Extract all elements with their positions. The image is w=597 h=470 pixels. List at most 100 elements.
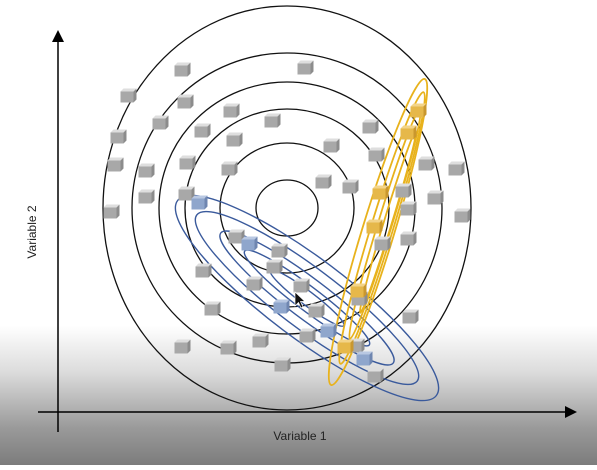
cube-top [342, 179, 359, 183]
cube-icon [152, 115, 169, 130]
cube-icon [395, 183, 412, 198]
mouse-pointer-icon [294, 291, 306, 309]
cube-face [351, 294, 365, 306]
cube-face [395, 186, 409, 198]
cube-face [427, 193, 441, 205]
cube-top [174, 339, 191, 343]
cube-side [408, 183, 412, 198]
cube-face [342, 182, 356, 194]
cube-face [226, 135, 240, 147]
cube-side [355, 179, 359, 194]
ring [102, 5, 472, 411]
cube-face [221, 164, 235, 176]
cube-top [297, 60, 314, 64]
cube-icon [174, 62, 191, 77]
y-axis-label: Variable 2 [25, 205, 39, 258]
cube-side [381, 147, 385, 162]
ring [184, 108, 390, 308]
cube-face [252, 336, 266, 348]
cube-top [246, 276, 263, 280]
cube-side [286, 299, 290, 314]
cube-top [204, 301, 221, 305]
cube-icon [400, 201, 417, 216]
cube-side [254, 236, 258, 251]
cube-face [374, 239, 388, 251]
cube-face [356, 354, 370, 366]
cube-icon [299, 328, 316, 343]
cube-side [151, 163, 155, 178]
cube-face [410, 106, 424, 118]
cube-side [333, 323, 337, 338]
cube-top [372, 185, 389, 189]
cube-top [299, 328, 316, 332]
cube-top [356, 351, 373, 355]
cube-side [440, 190, 444, 205]
cube-side [187, 339, 191, 354]
cube-side [379, 219, 383, 234]
cube-face [138, 166, 152, 178]
cube-icon [342, 179, 359, 194]
cube-face [228, 232, 242, 244]
cube-face [337, 342, 351, 354]
cube-side [165, 115, 169, 130]
cube-top [366, 219, 383, 223]
cube-side [234, 161, 238, 176]
cube-side [192, 155, 196, 170]
cube-icon [191, 195, 208, 210]
cube-face [400, 128, 414, 140]
cube-side [277, 113, 281, 128]
cube-side [287, 357, 291, 372]
cube-face [223, 106, 237, 118]
blue-ellipse [243, 249, 371, 347]
cube-top [271, 243, 288, 247]
cube-side [363, 283, 367, 298]
cube-side [123, 129, 127, 144]
cube-icon [274, 357, 291, 372]
cube-side [207, 123, 211, 138]
cube-top [152, 115, 169, 119]
blue-ellipse [219, 230, 395, 366]
ring [219, 142, 355, 274]
cube-face [400, 204, 414, 216]
cube-face [448, 164, 462, 176]
cube-icon [410, 103, 427, 118]
cube-face [266, 262, 280, 274]
cube-top [323, 138, 340, 142]
cube-face [348, 341, 362, 353]
cube-face [220, 343, 234, 355]
x-axis-label: Variable 1 [273, 429, 326, 443]
cube-top [320, 323, 337, 327]
cube-top [110, 129, 127, 133]
cube-face [274, 360, 288, 372]
cube-top [179, 155, 196, 159]
cube-icon [120, 88, 137, 103]
cube-top [252, 333, 269, 337]
cube-top [178, 186, 195, 190]
cube-side [387, 236, 391, 251]
cube-face [362, 122, 376, 134]
cube-top [120, 88, 137, 92]
cube-face [194, 126, 208, 138]
cube-icon [362, 119, 379, 134]
cube-side [413, 231, 417, 246]
cube-side [120, 157, 124, 172]
blue-ellipse-group [174, 194, 440, 402]
cube-face [178, 189, 192, 201]
cube-top [337, 339, 354, 343]
cube-icon [367, 368, 384, 383]
cube-side [233, 340, 237, 355]
cube-side [284, 243, 288, 258]
cube-top [177, 94, 194, 98]
cube-icon [174, 339, 191, 354]
cube-face [191, 198, 205, 210]
cube-icon [337, 339, 354, 354]
cube-face [264, 116, 278, 128]
cube-side [187, 62, 191, 77]
cube-top [107, 157, 124, 161]
cube-face [320, 326, 334, 338]
cube-top [273, 299, 290, 303]
cube-side [310, 60, 314, 75]
cube-icon [356, 351, 373, 366]
cube-icon [194, 123, 211, 138]
blue-ellipse [194, 210, 420, 386]
